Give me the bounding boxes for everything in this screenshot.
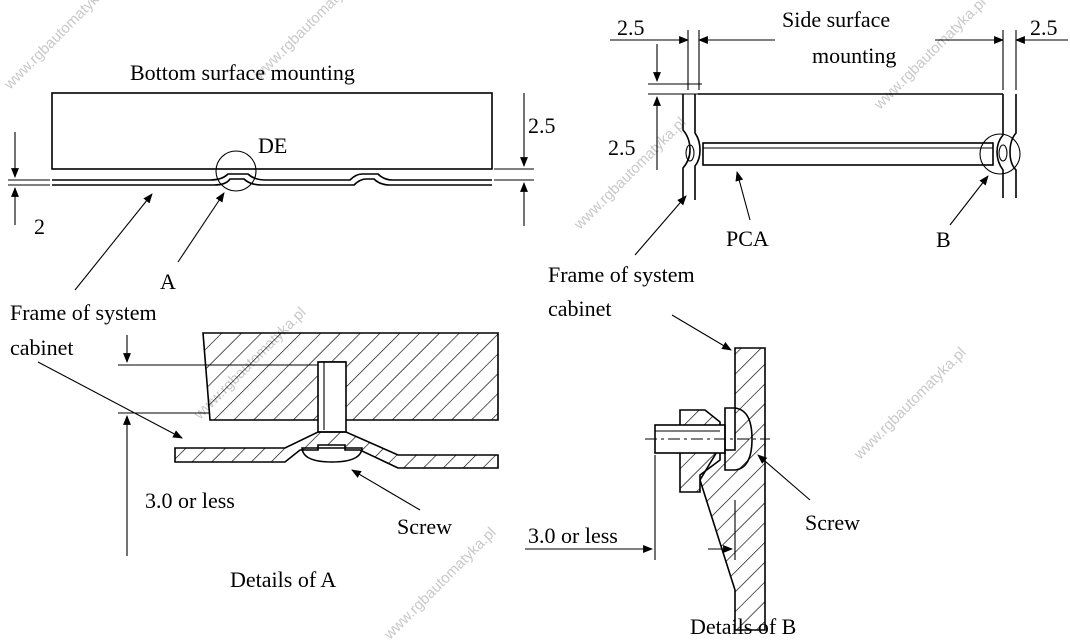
watermark-text: www.rgbautomatyka.pl (850, 344, 969, 463)
detail-a-dim-label: 3.0 or less (145, 488, 235, 513)
drive-body (51, 92, 493, 170)
pca-label: PCA (726, 226, 769, 251)
right-frame-wall-inner (1009, 94, 1017, 198)
detail-b-view: 3.0 or less Screw Details of B (525, 314, 860, 639)
frame-right-label-line2: cabinet (548, 296, 612, 321)
left-screw-head (685, 144, 695, 162)
right-screw-head (998, 144, 1008, 162)
left-frame-wall-inner (694, 94, 701, 200)
detail-a-frame-leader (37, 361, 183, 439)
leader-frame-right (634, 195, 687, 256)
detail-b-screw-leader (757, 454, 811, 501)
leader-b (949, 175, 989, 226)
watermark-text: www.rgbautomatyka.pl (380, 524, 499, 643)
detail-a-screw-label: Screw (397, 514, 452, 539)
dim-top-right-label: 2.5 (1030, 15, 1058, 40)
detail-a-circle (215, 150, 257, 192)
side-mounting-view: Side surface mounting 2.5 2.5 2.5 (548, 7, 1068, 321)
detail-b-screw-head (724, 407, 753, 471)
detail-b-screw-label: Screw (805, 510, 860, 535)
bottom-mounting-title: Bottom surface mounting (130, 60, 355, 85)
frame-left-label-line2: cabinet (10, 335, 74, 360)
leader-a (177, 192, 225, 263)
left-frame-wall-outer (682, 94, 691, 200)
frame-left-label-line1: Frame of system (10, 300, 157, 325)
detail-b-dim-label: 3.0 or less (528, 523, 618, 548)
bottom-mounting-view: Bottom surface mounting DE 2 2.5 A Frame… (8, 60, 556, 360)
detail-b-circle (979, 133, 1021, 175)
detail-b-caption: Details of B (690, 614, 796, 639)
detail-a-screw-leader (351, 469, 421, 511)
label-a: A (160, 269, 176, 294)
side-mounting-title-line2: mounting (812, 43, 896, 68)
leader-pca (735, 171, 751, 221)
detail-a-screw-shank (317, 361, 347, 433)
watermark-text: www.rgbautomatyka.pl (570, 114, 689, 233)
detail-a-screw-head (301, 447, 363, 463)
detail-a-frame-plate (174, 431, 499, 469)
de-label: DE (258, 133, 287, 158)
detail-b-frame-leader (671, 314, 732, 351)
dim-top-left-label: 2.5 (617, 15, 645, 40)
frame-right-label-line1: Frame of system (548, 262, 695, 287)
detail-a-view: 3.0 or less Screw Details of A (37, 332, 499, 592)
dim-25-label: 2.5 (528, 113, 556, 138)
frame-plate-bottom (52, 178, 492, 186)
pca-board (702, 142, 994, 166)
detail-a-housing (202, 332, 499, 421)
frame-plate-top (52, 173, 492, 181)
side-mounting-title-line1: Side surface (782, 7, 890, 32)
label-b: B (936, 227, 951, 252)
watermark-text: www.rgbautomatyka.pl (0, 0, 119, 94)
detail-b-frame-wall (699, 347, 766, 631)
dim-2-label: 2 (34, 214, 45, 239)
right-frame-wall-outer (996, 94, 1004, 198)
detail-a-caption: Details of A (230, 567, 336, 592)
leader-frame-left (74, 193, 153, 291)
dim-side-label: 2.5 (608, 135, 636, 160)
